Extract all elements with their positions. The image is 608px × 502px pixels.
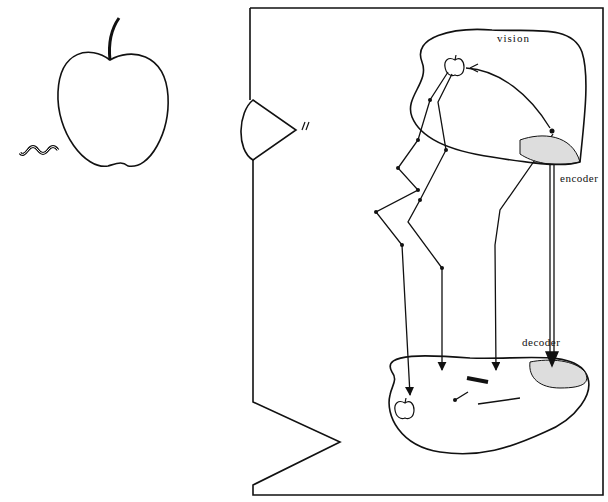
eye-symbol: [241, 100, 309, 160]
memory-blob: [389, 356, 589, 454]
encoder-channel: [546, 165, 558, 366]
encoder-region: [520, 136, 580, 165]
junction-dot: [453, 398, 457, 402]
blob-outline: [402, 22, 586, 168]
stage-label: decoder: [522, 336, 560, 348]
apple-drawing: [20, 18, 168, 166]
trace-mark: [455, 392, 520, 404]
region-label: vision: [497, 32, 530, 44]
junction-dot: [550, 129, 555, 134]
decoder-region: [530, 360, 587, 388]
feature-arrow: [470, 64, 478, 72]
apple-icon: [395, 398, 414, 419]
trace-mark: [467, 378, 488, 382]
region-blob: vision: [402, 22, 586, 168]
feature-arrow: [466, 68, 550, 128]
blob-shape: [410, 29, 585, 164]
robot-frame: [250, 8, 603, 495]
stage-label: encoder: [560, 172, 598, 184]
junction-dot: [374, 98, 448, 270]
